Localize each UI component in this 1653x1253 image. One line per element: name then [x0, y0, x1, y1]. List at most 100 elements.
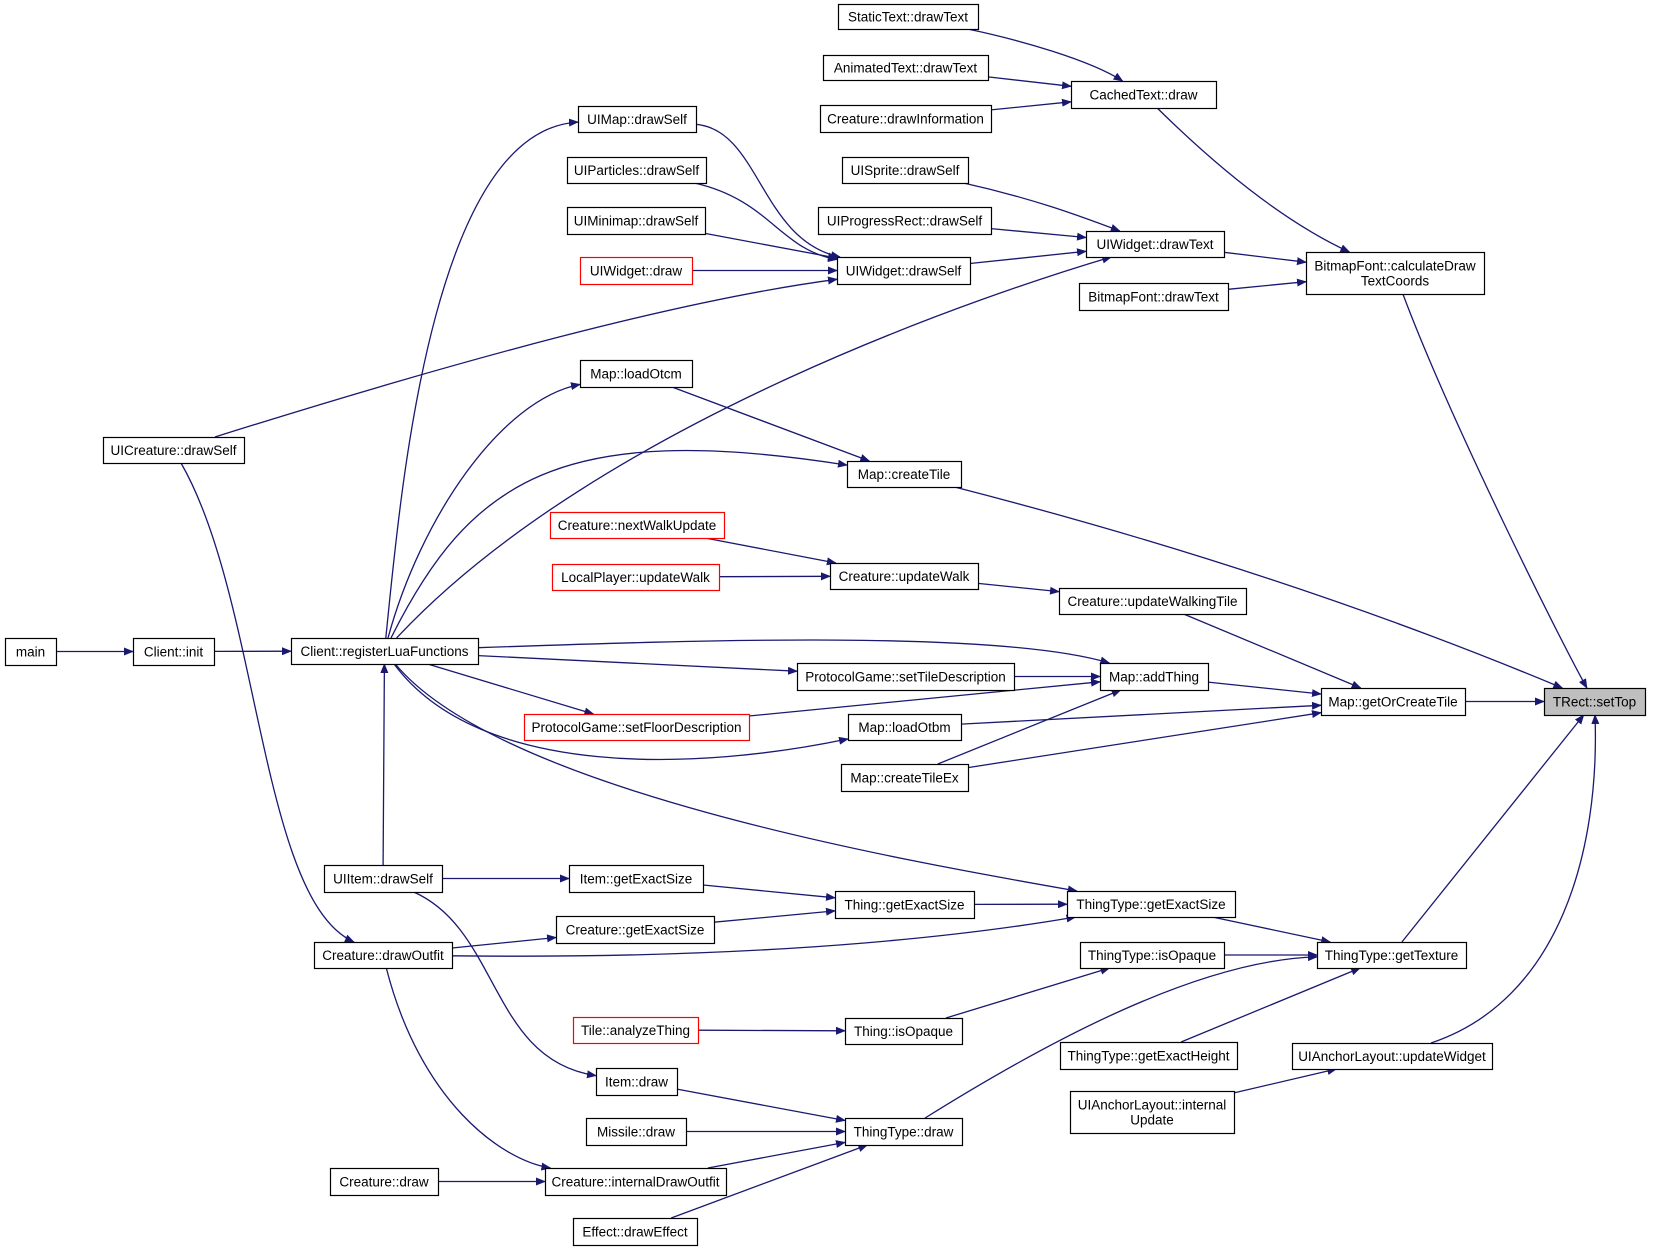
node-box [834, 890, 976, 920]
node-effect-draweffect[interactable]: Effect::drawEffect [572, 1217, 699, 1247]
node-uiwidget-drawself[interactable]: UIWidget::drawSelf [836, 256, 972, 286]
node-label: UIAnchorLayout::updateWidget [1298, 1049, 1486, 1064]
node-client-registerluafunctions[interactable]: Client::registerLuaFunctions [290, 637, 480, 666]
edge-creature_updatewalk-to-creature_updatewalkingtile [977, 582, 1060, 595]
node-uianchorlayout-updatewidget[interactable]: UIAnchorLayout::updateWidget [1291, 1042, 1494, 1071]
node-box [1291, 1042, 1494, 1071]
node-thingtype-getexactheight[interactable]: ThingType::getExactHeight [1059, 1041, 1239, 1071]
node-creature-drawinformation[interactable]: Creature::drawInformation [819, 104, 993, 134]
node-thingtype-draw[interactable]: ThingType::draw [844, 1117, 964, 1147]
edge-map_createtile-to-trect_settop [954, 486, 1564, 689]
node-uiwidget-drawtext[interactable]: UIWidget::drawText [1085, 230, 1226, 259]
node-bitmapfont-drawtext[interactable]: BitmapFont::drawText [1078, 282, 1230, 312]
node-label: ProtocolGame::setFloorDescription [531, 720, 741, 735]
node-label: Creature::drawInformation [827, 112, 984, 127]
node-map-createtile[interactable]: Map::createTile [846, 460, 963, 489]
node-creature-internaldrawoutfit[interactable]: Creature::internalDrawOutfit [544, 1167, 728, 1197]
node-uicreature-drawself[interactable]: UICreature::drawSelf [102, 436, 246, 465]
node-label: ThingType::getTexture [1325, 948, 1459, 963]
edge-animatedtext_drawtext-to-cachedtext_draw [987, 76, 1072, 90]
node-uimap-drawself[interactable]: UIMap::drawSelf [577, 105, 698, 134]
node-label: UIWidget::drawText [1096, 237, 1213, 252]
edge-thingtype_getexactsize-to-thingtype_gettexture [1212, 916, 1332, 945]
node-label: ProtocolGame::setTileDescription [805, 670, 1006, 685]
node-trect-settop[interactable]: TRect::setTop [1543, 687, 1647, 717]
edge-uiitem_drawself-to-client_registerluafunctions [380, 663, 389, 866]
edge-uiminimap_drawself-to-uiwidget_drawself [704, 232, 838, 261]
node-uiparticles-drawself[interactable]: UIParticles::drawSelf [566, 156, 708, 185]
node-statictext-drawtext[interactable]: StaticText::drawText [837, 3, 980, 31]
node-localplayer-updatewalk[interactable]: LocalPlayer::updateWalk [551, 563, 721, 592]
node-box [329, 1167, 440, 1197]
node-label: Creature::internalDrawOutfit [551, 1175, 719, 1190]
node-label: Creature::getExactSize [566, 923, 705, 938]
edge-map_loadotcm-to-map_createtile [671, 386, 871, 462]
node-creature-drawoutfit[interactable]: Creature::drawOutfit [313, 941, 454, 970]
node-protocolgame-setfloordescription[interactable]: ProtocolGame::setFloorDescription [523, 713, 751, 742]
edge-creature_getexactsize-to-thing_getexactsize [713, 907, 836, 923]
node-thingtype-gettexture[interactable]: ThingType::getTexture [1316, 941, 1468, 970]
node-label: ThingType::getExactSize [1076, 897, 1225, 912]
node-box [1305, 251, 1486, 296]
node-uiitem-drawself[interactable]: UIItem::drawSelf [323, 864, 444, 894]
node-uiprogressrect-drawself[interactable]: UIProgressRect::drawSelf [817, 206, 993, 236]
node-protocolgame-settiledescription[interactable]: ProtocolGame::setTileDescription [796, 662, 1016, 692]
node-item-draw[interactable]: Item::draw [595, 1067, 679, 1097]
edge-map_createtileex-to-map_addthing [937, 689, 1122, 765]
node-client-init[interactable]: Client::init [132, 637, 216, 667]
node-thing-getexactsize[interactable]: Thing::getExactSize [834, 890, 976, 920]
node-label: CachedText::draw [1089, 88, 1197, 103]
node-cachedtext-draw[interactable]: CachedText::draw [1070, 80, 1218, 110]
node-label: AnimatedText::drawText [834, 61, 978, 76]
node-box [1099, 662, 1210, 692]
node-label: UIWidget::drawSelf [846, 264, 962, 279]
node-label: UIWidget::draw [590, 264, 683, 279]
node-creature-updatewalkingtile[interactable]: Creature::updateWalkingTile [1058, 587, 1248, 616]
node-map-addthing[interactable]: Map::addThing [1099, 662, 1210, 692]
node-label: ThingType::getExactHeight [1067, 1049, 1229, 1064]
node-box [323, 864, 444, 894]
node-label: Thing::getExactSize [844, 898, 964, 913]
node-label: Map::createTileEx [850, 771, 959, 786]
edge-uicreature_drawself-to-uiwidget_drawself [214, 276, 838, 438]
node-creature-draw[interactable]: Creature::draw [329, 1167, 440, 1197]
edge-creature_drawoutfit-to-thingtype_getexactsize [451, 914, 1077, 957]
node-map-getorcreatetile[interactable]: Map::getOrCreateTile [1320, 687, 1467, 717]
node-animatedtext-drawtext[interactable]: AnimatedText::drawText [822, 54, 990, 82]
node-thingtype-isopaque[interactable]: ThingType::isOpaque [1079, 941, 1226, 970]
node-box [1069, 1090, 1236, 1135]
node-map-loadotcm[interactable]: Map::loadOtcm [579, 359, 694, 389]
node-uiminimap-drawself[interactable]: UIMinimap::drawSelf [566, 206, 707, 236]
node-thing-isopaque[interactable]: Thing::isOpaque [844, 1017, 964, 1046]
edge-creature_updatewalkingtile-to-map_getorcreatetile [1183, 613, 1362, 689]
node-box [290, 637, 480, 666]
node-missile-draw[interactable]: Missile::draw [585, 1117, 688, 1147]
edge-client_registerluafunctions-to-map_createtile [390, 449, 848, 639]
node-creature-getexactsize[interactable]: Creature::getExactSize [555, 915, 716, 945]
node-map-loadotbm[interactable]: Map::loadOtbm [847, 713, 963, 742]
node-thingtype-getexactsize[interactable]: ThingType::getExactSize [1066, 890, 1237, 919]
node-uiwidget-draw[interactable]: UIWidget::draw [579, 256, 694, 286]
edge-cachedtext_draw-to-bitmapfont_calculatedrawtextcoords [1156, 107, 1351, 253]
node-box [846, 460, 963, 489]
node-box [1078, 282, 1230, 312]
node-label: LocalPlayer::updateWalk [561, 570, 710, 585]
node-map-createtileex[interactable]: Map::createTileEx [840, 763, 970, 793]
edge-creature_internaldrawoutfit-to-thingtype_draw [707, 1140, 846, 1169]
node-label: Update [1130, 1113, 1174, 1128]
node-box [4, 637, 58, 667]
node-creature-nextwalkupdate[interactable]: Creature::nextWalkUpdate [549, 511, 726, 540]
node-label: Client::registerLuaFunctions [300, 644, 468, 659]
node-label: Creature::updateWalk [839, 569, 970, 584]
node-tile-analyzething[interactable]: Tile::analyzeThing [572, 1016, 700, 1045]
node-uisprite-drawself[interactable]: UISprite::drawSelf [841, 156, 970, 185]
function-nodes: StaticText::drawTextAnimatedText::drawTe… [4, 3, 1647, 1247]
node-main[interactable]: main [4, 637, 58, 667]
edge-map_addthing-to-map_getorcreatetile [1207, 681, 1322, 698]
node-item-getexactsize[interactable]: Item::getExactSize [568, 864, 705, 894]
node-creature-updatewalk[interactable]: Creature::updateWalk [829, 562, 980, 591]
node-box [822, 54, 990, 82]
